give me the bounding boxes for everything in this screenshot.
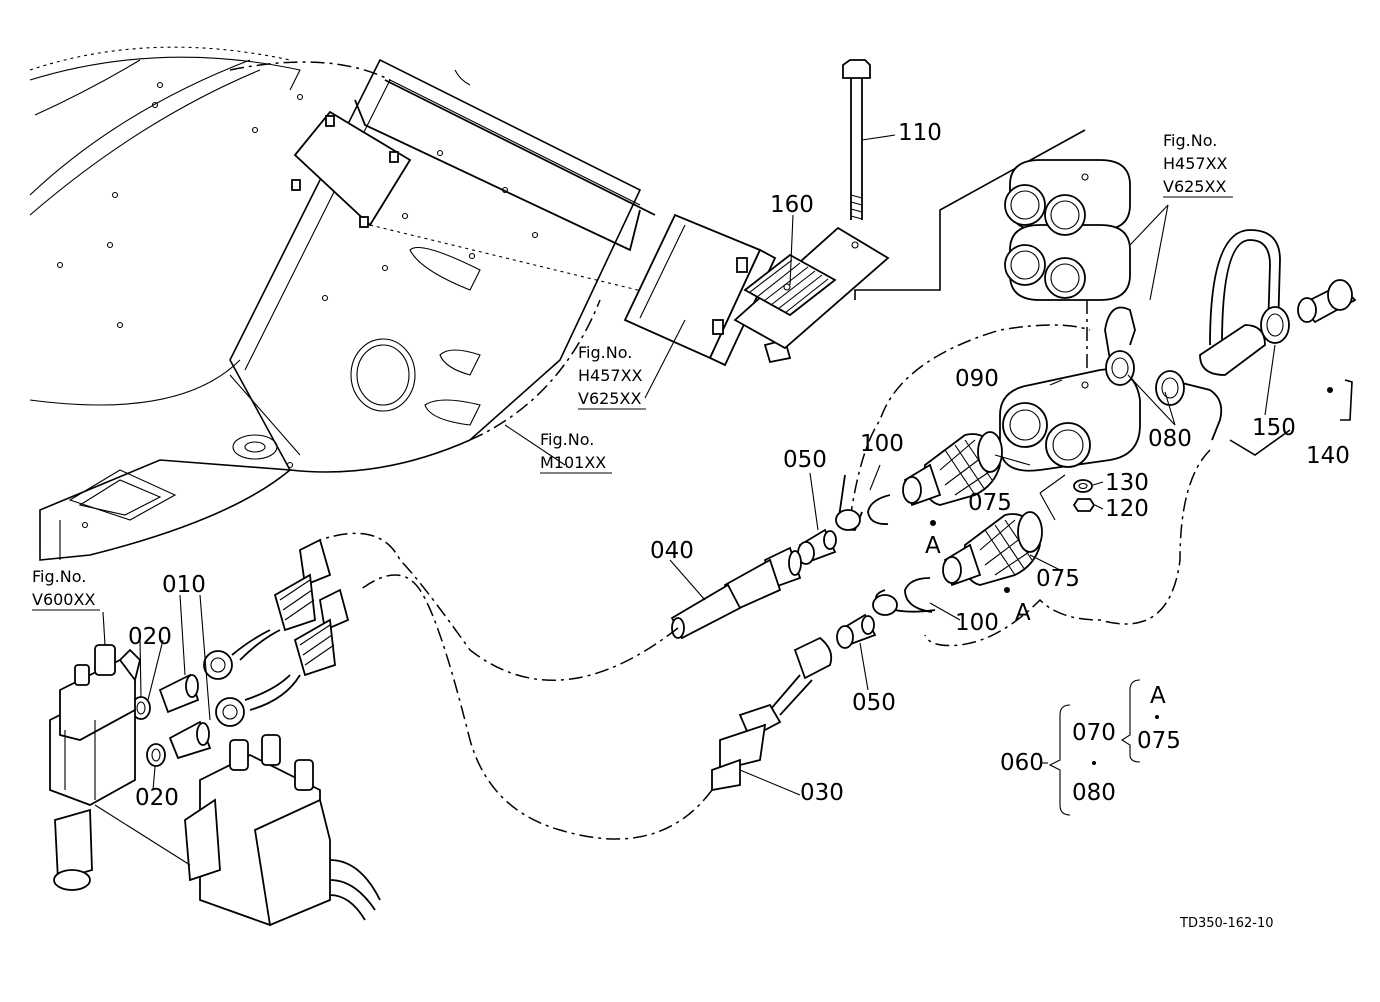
assembly-boundary-loop: [849, 324, 1211, 647]
label-120: 120: [1105, 496, 1149, 522]
fig-boundary-line: [854, 129, 1086, 300]
hose-030: [711, 636, 833, 792]
label-050-upper: 050: [783, 447, 827, 473]
kit-brace-060: [1040, 679, 1159, 816]
fig-ref-v625-upper-right: V625XX: [1163, 177, 1226, 196]
figure-references: Fig.No. H457XX V625XX Fig.No. H457XX V62…: [32, 131, 1233, 611]
dust-cap-080: [1104, 306, 1223, 441]
label-075-upper: 075: [968, 490, 1012, 516]
clamp-block-4hole: [1004, 159, 1131, 301]
quick-coupler-075-upper: [902, 431, 1003, 526]
fig-ref-h457-center: H457XX: [578, 366, 643, 385]
label-030: 030: [800, 780, 844, 806]
fig-ref-m101: M101XX: [540, 453, 606, 472]
fig-ref-h457-upper-right: H457XX: [1163, 154, 1228, 173]
fig-ref-v625-center: V625XX: [578, 389, 641, 408]
quick-coupler-075-lower: [942, 511, 1043, 593]
snap-ring-100: [867, 494, 933, 613]
coupler-140: [1199, 229, 1357, 456]
bolt-110: [842, 59, 871, 220]
label-160: 160: [770, 192, 814, 218]
label-130: 130: [1105, 470, 1149, 496]
washer-130-nut-120: [1072, 479, 1096, 512]
label-050-lower: 050: [852, 690, 896, 716]
control-valve: [49, 644, 381, 927]
label-070: 070: [1072, 720, 1116, 746]
label-080-kit: 080: [1072, 780, 1116, 806]
label-110: 110: [898, 120, 942, 146]
label-100-lower: 100: [955, 610, 999, 636]
part-number-labels: 110 160 090 080 150 140 100 050 075 130 …: [128, 120, 1350, 811]
tractor-frame-drawing: [29, 46, 721, 561]
clamp-block-090: [999, 368, 1141, 472]
hose-route-030: [359, 574, 713, 840]
label-140: 140: [1306, 443, 1350, 469]
drawing-code: TD350-162-10: [1179, 916, 1274, 931]
hose-fittings-010: [158, 538, 350, 760]
ref-a-lower: A: [1015, 600, 1031, 626]
label-075-lower: 075: [1036, 566, 1080, 592]
fitting-050-lower: [836, 589, 936, 649]
fig-ref-text-v600: Fig.No.: [32, 567, 86, 586]
label-020-lower: 020: [135, 785, 179, 811]
label-040: 040: [650, 538, 694, 564]
ref-a-upper: A: [925, 533, 941, 559]
fitting-050-upper: [797, 474, 863, 565]
o-rings-020: [131, 696, 166, 767]
label-060: 060: [1000, 750, 1044, 776]
label-090: 090: [955, 366, 999, 392]
label-020-upper: 020: [128, 624, 172, 650]
ref-a-kit: A: [1150, 683, 1166, 709]
label-150: 150: [1252, 415, 1296, 441]
fig-ref-text-m101: Fig.No.: [540, 430, 594, 449]
hose-040: [670, 546, 802, 640]
leader-lines: [102, 134, 1276, 796]
label-100-upper: 100: [860, 431, 904, 457]
fig-ref-v600: V600XX: [32, 590, 95, 609]
fig-ref-text-center: Fig.No.: [578, 343, 632, 362]
hose-route-040: [319, 532, 679, 681]
label-075-kit: 075: [1137, 728, 1181, 754]
fig-ref-text-upper-right: Fig.No.: [1163, 131, 1217, 150]
label-010: 010: [162, 572, 206, 598]
label-080-upper: 080: [1148, 426, 1192, 452]
frame-bolt-holes: [56, 81, 539, 529]
mounting-plate-160: [733, 226, 890, 350]
